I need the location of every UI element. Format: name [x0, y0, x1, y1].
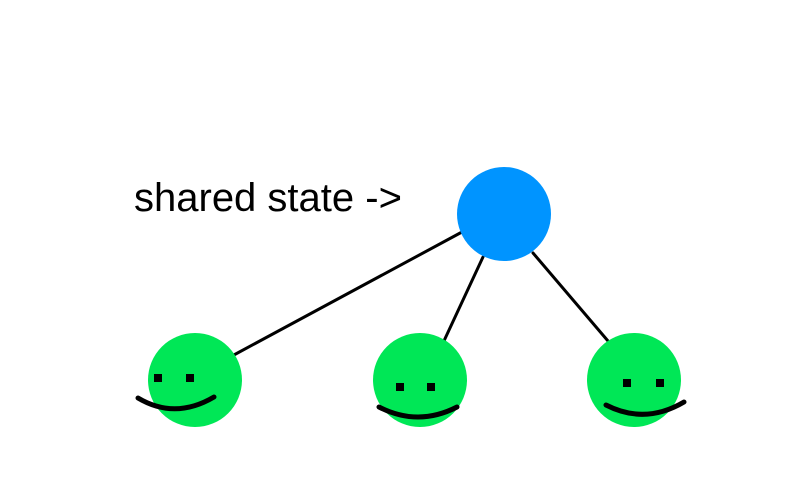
- connector-lines: [230, 230, 610, 358]
- smile-icon: [376, 404, 460, 420]
- connector-line-middle: [441, 255, 485, 345]
- connector-line-right: [531, 251, 610, 343]
- client-face-right: [587, 333, 687, 427]
- client-face-middle: [373, 333, 467, 427]
- smile-icon: [135, 394, 217, 412]
- shared-state-node: [457, 167, 551, 261]
- face-circle: [148, 333, 242, 427]
- shared-state-label: shared state ->: [134, 176, 402, 220]
- right-eye: [656, 379, 664, 387]
- connector-line-left: [230, 230, 464, 358]
- left-eye: [154, 374, 162, 382]
- right-eye: [186, 374, 194, 382]
- client-face-left: [135, 333, 242, 427]
- left-eye: [623, 379, 631, 387]
- right-eye: [427, 383, 435, 391]
- face-circle: [373, 333, 467, 427]
- smile-icon: [603, 399, 687, 417]
- face-circle: [587, 333, 681, 427]
- left-eye: [396, 383, 404, 391]
